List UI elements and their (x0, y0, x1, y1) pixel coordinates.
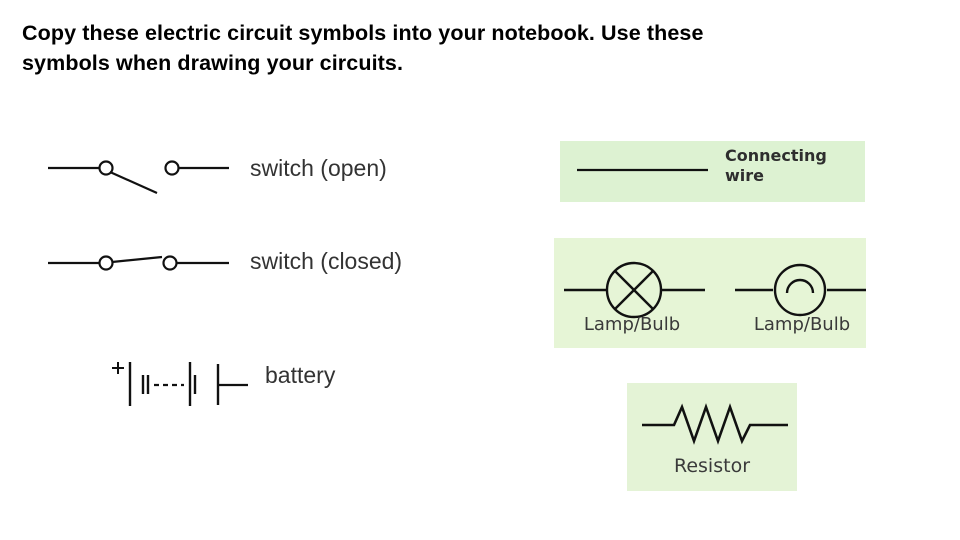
panel-resistor (627, 383, 797, 491)
symbol-connecting-wire (575, 150, 715, 190)
label-battery: battery (265, 362, 336, 388)
symbol-switch-open (44, 140, 234, 200)
symbol-lamp-arc (733, 255, 868, 325)
lamp-bulb-arc-icon (735, 263, 866, 317)
label-connecting-wire: Connecting wire (725, 146, 827, 185)
panel-connecting-wire (560, 141, 865, 202)
switch-closed-icon (48, 255, 229, 271)
battery-icon (112, 362, 248, 406)
label-lamp-bulb-1: Lamp/Bulb (583, 314, 681, 335)
symbol-switch-closed (44, 235, 234, 295)
page-title: Copy these electric circuit symbols into… (22, 18, 932, 78)
lamp-bulb-cross-icon (564, 261, 705, 319)
label-resistor: Resistor (674, 455, 750, 477)
symbol-resistor (638, 395, 798, 455)
label-lamp-bulb-2: Lamp/Bulb (753, 314, 851, 335)
resistor-icon (642, 403, 788, 445)
page-title-line-2: symbols when drawing your circuits. (22, 51, 404, 75)
symbol-battery (100, 350, 260, 420)
switch-open-icon (48, 160, 229, 195)
symbol-lamp-cross (562, 255, 707, 325)
label-switch-open: switch (open) (250, 155, 387, 181)
wire-icon (577, 168, 708, 172)
label-switch-closed: switch (closed) (250, 248, 403, 274)
page-title-line-1: Copy these electric circuit symbols into… (22, 21, 704, 45)
